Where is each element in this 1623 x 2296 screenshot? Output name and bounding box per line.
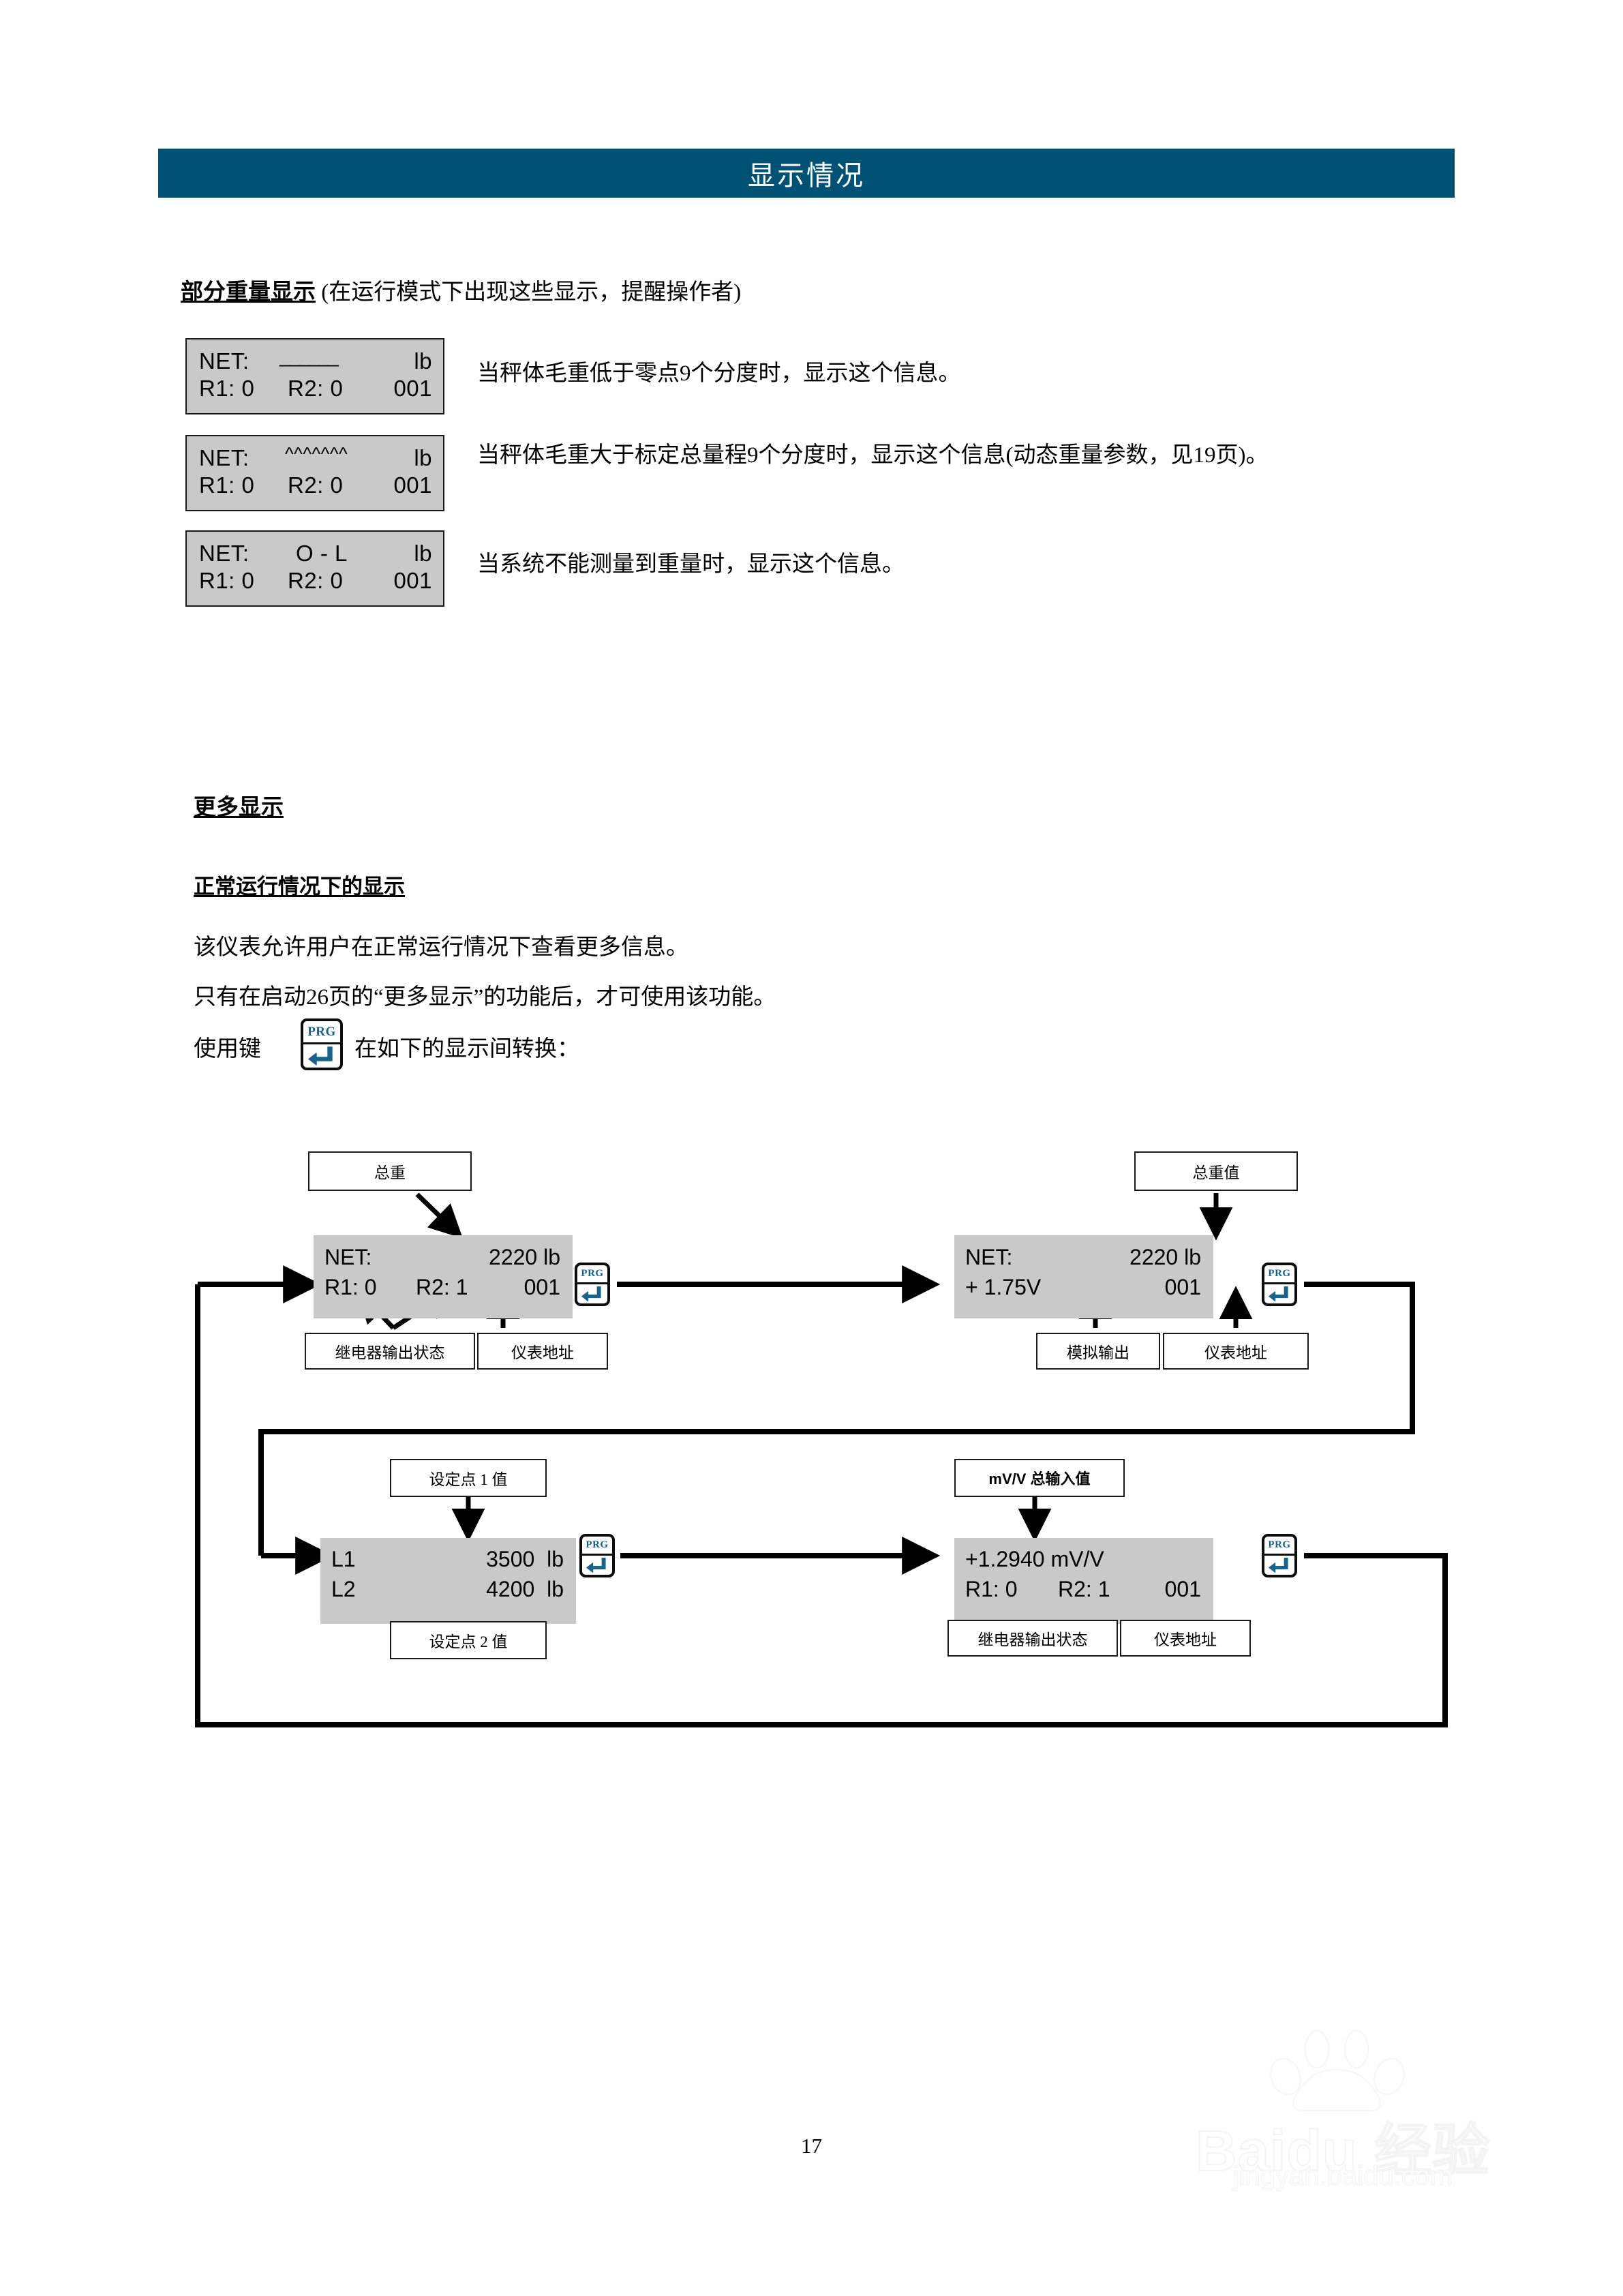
lcd3-description: 当系统不能测量到重量时，显示这个信息。 [477, 552, 905, 577]
lcd2-line2-right: 001 [393, 472, 432, 498]
flow-node3-prg-key[interactable]: PRG [579, 1534, 615, 1577]
flow-node4-prg-label: PRG [1264, 1537, 1294, 1556]
lcd-display-overload: NET: ^^^^^^^ lb R1: 0 R2: 0 001 [185, 435, 444, 511]
lcd2-line1-right: lb [414, 445, 432, 470]
page-title: 显示情况 [748, 161, 865, 191]
lcd2-line1-mid: ^^^^^^^ [285, 444, 348, 464]
lcd2-line2-left: R1: 0 [199, 472, 255, 498]
lcd3-line2-right: 001 [393, 568, 432, 593]
baidu-jingyan-watermark: Baidu 经验 jingyan.baidu.com [1132, 2025, 1554, 2195]
flow-node3-lcd: L1 3500 lb L2 4200 lb [320, 1538, 576, 1624]
node1-line1-left: NET: [324, 1245, 372, 1269]
flow-node1-bottom-label-1-box: 继电器输出状态 [305, 1333, 475, 1370]
lcd1-line2-mid: R2: 0 [288, 376, 344, 401]
section2-para1: 该仪表允许用户在正常运行情况下查看更多信息。 [194, 935, 688, 960]
flow-node1-bottom-label-2: 仪表地址 [511, 1344, 574, 1361]
flow-node1-prg-key[interactable]: PRG [575, 1263, 610, 1306]
flow-node2-top-label-box: 总重值 [1134, 1151, 1298, 1191]
node2-line2-left: + 1.75V [965, 1275, 1042, 1299]
enter-arrow-icon [1264, 1556, 1294, 1575]
lcd1-line2-right: 001 [393, 376, 432, 401]
lcd3-line2-mid: R2: 0 [288, 568, 344, 593]
node3-line1-right: 3500 lb [486, 1547, 564, 1571]
section2-para3-before: 使用键 [194, 1037, 261, 1061]
flow-node4-top-label: mV/V 总输入值 [988, 1470, 1091, 1487]
section2-subheading: 正常运行情况下的显示 [194, 875, 405, 898]
lcd2-line1-left: NET: [199, 445, 249, 470]
flow-node1-bottom-label-2-box: 仪表地址 [477, 1333, 608, 1370]
flow-node4-bottom-label-2-box: 仪表地址 [1120, 1620, 1251, 1657]
node1-line1-right: 2220 lb [489, 1245, 560, 1269]
prg-key-icon[interactable]: PRG [301, 1018, 343, 1070]
flow-node4-top-label-box: mV/V 总输入值 [954, 1459, 1125, 1497]
flow-node1-bottom-label-1: 继电器输出状态 [335, 1344, 445, 1361]
flow-node2-prg-key[interactable]: PRG [1262, 1263, 1297, 1306]
flow-node1-top-label-box: 总重 [308, 1151, 472, 1191]
section1-heading-rest: (在运行模式下出现这些显示，提醒操作者) [316, 280, 742, 305]
section1-heading: 部分重量显示 [181, 280, 316, 305]
node2-line2-right: 001 [1164, 1275, 1201, 1299]
lcd3-line2-left: R1: 0 [199, 568, 255, 593]
node3-line2-left: L2 [331, 1577, 356, 1601]
lcd2-description: 当秤体毛重大于标定总量程9个分度时，显示这个信息(动态重量参数，见19页)。 [477, 443, 1269, 468]
node4-line1-left: +1.2940 mV/V [965, 1547, 1104, 1571]
flow-node2-bottom-label-2: 仪表地址 [1204, 1344, 1267, 1361]
flow-node4-lcd: +1.2940 mV/V R1: 0 R2: 1 001 [954, 1538, 1213, 1624]
watermark-url: jingyan.baidu.com [1232, 2160, 1453, 2192]
flow-node1-prg-label: PRG [577, 1265, 607, 1284]
flow-node2-prg-label: PRG [1264, 1265, 1294, 1284]
flow-node2-lcd: NET: 2220 lb + 1.75V 001 [954, 1235, 1213, 1318]
node1-line2-right: 001 [524, 1275, 560, 1299]
flow-node4-bottom-label-1: 继电器输出状态 [977, 1631, 1088, 1648]
node4-line2-right: 001 [1164, 1577, 1201, 1601]
section1-heading-line: 部分重量显示 (在运行模式下出现这些显示，提醒操作者) [158, 245, 1453, 339]
flow-node3-bottom-label-1-box: 设定点 2 值 [390, 1621, 547, 1659]
node3-line2-right: 4200 lb [486, 1577, 564, 1601]
enter-arrow-icon [1264, 1284, 1294, 1303]
flow-node3-prg-label: PRG [582, 1537, 612, 1556]
flow-node2-top-label: 总重值 [1192, 1164, 1240, 1181]
lcd1-line1-left: NET: [199, 348, 249, 374]
flow-node3-bottom-label-1: 设定点 2 值 [429, 1633, 508, 1650]
enter-arrow-icon [303, 1044, 340, 1068]
page-number: 17 [801, 2134, 822, 2158]
flow-node3-top-label-box: 设定点 1 值 [390, 1459, 547, 1497]
lcd3-line1-left: NET: [199, 541, 249, 566]
page-header-banner: 显示情况 [158, 149, 1455, 198]
lcd3-line1-mid: O - L [296, 541, 348, 566]
enter-arrow-icon [577, 1284, 607, 1303]
lcd2-line2-mid: R2: 0 [288, 472, 344, 498]
node4-line2-mid: R2: 1 [1058, 1577, 1110, 1601]
node3-line1-left: L1 [331, 1547, 356, 1571]
flow-node1-lcd: NET: 2220 lb R1: 0 R2: 1 001 [314, 1235, 573, 1318]
flow-node3-top-label: 设定点 1 值 [429, 1471, 508, 1488]
node2-line1-right: 2220 lb [1129, 1245, 1201, 1269]
lcd1-line1-mid: ______ [279, 346, 339, 367]
section2-para3-after: 在如下的显示间转换： [354, 1037, 579, 1061]
lcd3-line1-right: lb [414, 541, 432, 566]
node2-line1-left: NET: [965, 1245, 1013, 1269]
lcd-display-underflow: NET: ______ lb R1: 0 R2: 0 001 [185, 338, 444, 414]
section2-para2: 只有在启动26页的“更多显示”的功能后，才可使用该功能。 [194, 985, 776, 1010]
prg-key-label: PRG [303, 1021, 340, 1044]
flow-node1-top-label: 总重 [374, 1164, 406, 1181]
lcd1-line2-left: R1: 0 [199, 376, 255, 401]
flow-node2-bottom-label-1: 模拟输出 [1067, 1344, 1129, 1361]
enter-arrow-icon [582, 1556, 612, 1575]
section2-heading: 更多显示 [194, 796, 284, 820]
node4-line2-left: R1: 0 [965, 1577, 1018, 1601]
node1-line2-mid: R2: 1 [416, 1275, 468, 1299]
flow-node2-bottom-label-2-box: 仪表地址 [1163, 1333, 1309, 1370]
lcd-display-overload-error: NET: O - L lb R1: 0 R2: 0 001 [185, 530, 444, 607]
flow-node2-bottom-label-1-box: 模拟输出 [1036, 1333, 1160, 1370]
lcd1-description: 当秤体毛重低于零点9个分度时，显示这个信息。 [477, 361, 961, 386]
flow-node4-bottom-label-2: 仪表地址 [1154, 1631, 1217, 1648]
flow-node4-bottom-label-1-box: 继电器输出状态 [947, 1620, 1118, 1657]
lcd1-line1-right: lb [414, 348, 432, 374]
node1-line2-left: R1: 0 [324, 1275, 377, 1299]
flow-node4-prg-key[interactable]: PRG [1262, 1534, 1297, 1577]
